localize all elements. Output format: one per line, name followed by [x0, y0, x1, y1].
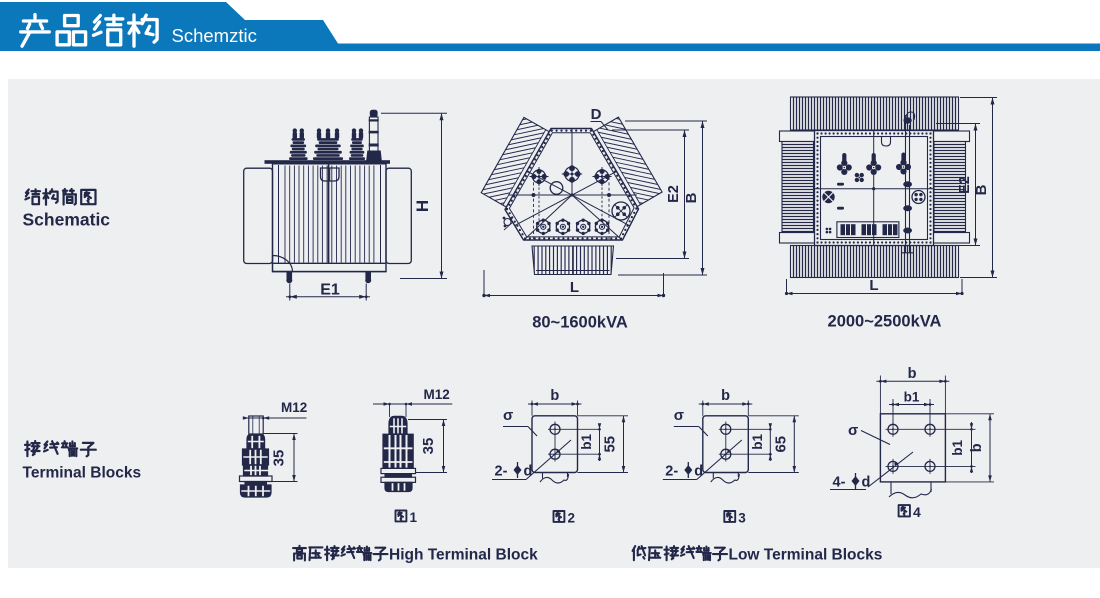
svg-text:M12: M12 — [424, 387, 450, 402]
svg-text:b: b — [908, 366, 917, 382]
svg-text:35: 35 — [420, 438, 437, 455]
svg-text:E2: E2 — [957, 176, 973, 194]
svg-text:55: 55 — [602, 436, 619, 453]
svg-text:35: 35 — [271, 450, 288, 467]
svg-text:Schemztic: Schemztic — [172, 25, 257, 46]
svg-text:High Terminal Block: High Terminal Block — [389, 547, 538, 564]
svg-text:Schematic: Schematic — [23, 210, 111, 230]
svg-text:Terminal Blocks: Terminal Blocks — [23, 465, 142, 482]
svg-text:4-: 4- — [833, 475, 846, 491]
svg-text:L: L — [869, 277, 878, 294]
svg-text:d: d — [524, 464, 533, 480]
svg-text:σ: σ — [674, 407, 684, 424]
svg-text:2-: 2- — [495, 464, 508, 480]
svg-text:b1: b1 — [904, 390, 920, 405]
svg-text:2: 2 — [568, 510, 576, 525]
svg-text:d: d — [694, 464, 703, 480]
svg-text:E1: E1 — [320, 282, 340, 299]
svg-text:σ: σ — [503, 407, 513, 424]
svg-text:L: L — [570, 279, 579, 296]
svg-text:1: 1 — [410, 510, 418, 525]
svg-text:H: H — [413, 200, 432, 212]
svg-text:65: 65 — [772, 436, 789, 453]
svg-text:b: b — [969, 443, 985, 452]
svg-text:E2: E2 — [666, 185, 682, 203]
svg-text:σ: σ — [848, 422, 858, 439]
svg-text:b1: b1 — [579, 433, 594, 449]
svg-text:3: 3 — [738, 510, 746, 525]
svg-text:Low Terminal Blocks: Low Terminal Blocks — [729, 547, 883, 564]
svg-text:b1: b1 — [950, 439, 965, 455]
svg-text:4: 4 — [913, 504, 921, 520]
svg-text:b: b — [721, 388, 730, 404]
svg-text:b1: b1 — [750, 433, 765, 449]
svg-text:2-: 2- — [665, 464, 678, 480]
svg-text:d: d — [862, 475, 871, 491]
svg-text:80~1600kVA: 80~1600kVA — [532, 314, 628, 332]
svg-text:B: B — [683, 192, 700, 203]
svg-text:D: D — [591, 106, 602, 123]
svg-text:b: b — [550, 388, 559, 404]
svg-text:B: B — [973, 184, 990, 195]
svg-text:M12: M12 — [281, 400, 307, 415]
svg-text:2000~2500kVA: 2000~2500kVA — [828, 313, 942, 331]
